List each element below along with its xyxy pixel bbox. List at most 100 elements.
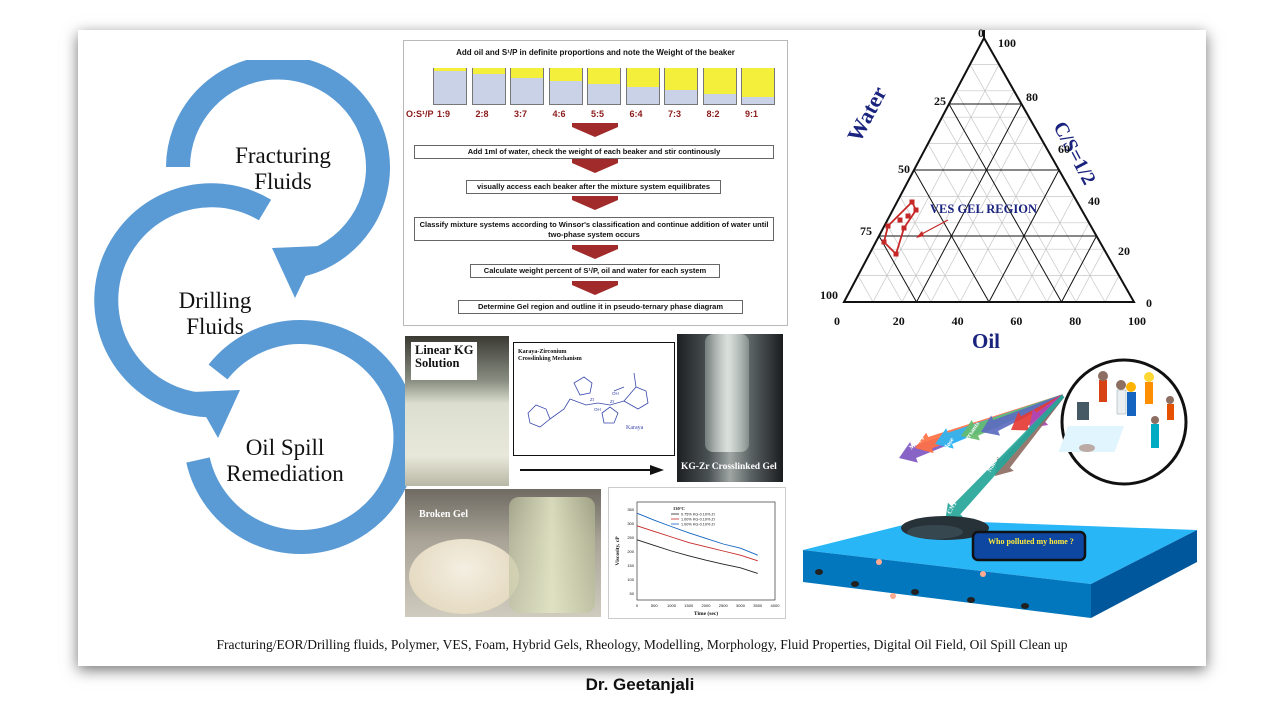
cycle-arrowhead-1 bbox=[272, 246, 320, 298]
speech-bubble bbox=[971, 530, 1087, 562]
stakeholders-circle bbox=[1060, 358, 1188, 486]
ternary-tick-label: 20 bbox=[1118, 244, 1130, 258]
ternary-tick-label: 60 bbox=[1010, 314, 1023, 328]
viscosity-xtick: 2500 bbox=[719, 603, 729, 608]
beaker-oil-layer bbox=[434, 68, 466, 71]
ocean-side bbox=[1091, 530, 1197, 618]
ratio-label: 5:5 bbox=[591, 109, 605, 119]
viscosity-series-3 bbox=[636, 539, 758, 574]
procedure-flowchart: Add oil and S¹/P in definite proportions… bbox=[403, 40, 788, 326]
people-figures bbox=[1058, 371, 1174, 452]
flow-step-4: Calculate weight percent of S¹/P, oil an… bbox=[470, 264, 720, 278]
ratio-prefix: O:S¹/P bbox=[406, 109, 434, 119]
ratio-label: 4:6 bbox=[552, 109, 566, 119]
beaker-5 bbox=[587, 68, 621, 105]
crosslinking-mechanism-diagram: Karaya-Zirconium Crosslinking Mechanism … bbox=[513, 342, 675, 456]
ratio-label: 3:7 bbox=[514, 109, 528, 119]
ternary-tick-label: 100 bbox=[820, 288, 838, 302]
beaker-6 bbox=[625, 68, 660, 105]
author-name: Dr. Geetanjali bbox=[585, 675, 695, 694]
ratio-label: 2:8 bbox=[475, 109, 489, 119]
ternary-tick-label: 75 bbox=[860, 224, 872, 238]
beaker-3 bbox=[510, 68, 544, 105]
broken-gel-photo: Broken Gel bbox=[405, 489, 601, 617]
ratio-label: 8:2 bbox=[706, 109, 720, 119]
cycle-label-oil-spill: Oil Spill Remediation bbox=[226, 435, 344, 486]
viscosity-xtick: 1500 bbox=[684, 603, 694, 608]
viscosity-legend-entry: 0.75% KG-0.10% Zr bbox=[681, 513, 716, 517]
gel-point bbox=[893, 251, 899, 257]
method-arrow bbox=[945, 394, 1065, 522]
gel-point bbox=[897, 217, 903, 223]
viscosity-xlabel: Time (sec) bbox=[694, 610, 718, 617]
viscosity-xtick: 3500 bbox=[753, 603, 763, 608]
ternary-tick-label: 0 bbox=[978, 26, 984, 40]
viscosity-ytick: 300 bbox=[627, 521, 634, 526]
viscosity-series-1 bbox=[636, 512, 758, 556]
ternary-tick-label: 25 bbox=[934, 94, 946, 108]
beaker-4 bbox=[548, 68, 583, 105]
cycle-label-fracturing: Fracturing Fluids bbox=[235, 143, 331, 194]
ternary-outline bbox=[842, 35, 1136, 303]
process-arrow bbox=[520, 465, 664, 475]
linear-kg-label: Linear KG Solution bbox=[415, 343, 474, 370]
ves-gel-region-label: VES GEL REGION bbox=[930, 202, 1037, 216]
ratio-label: 7:3 bbox=[668, 109, 682, 119]
gel-point bbox=[881, 239, 887, 245]
ternary-phase-diagram bbox=[842, 30, 1136, 303]
flow-step-2: visually access each beaker after the mi… bbox=[466, 180, 721, 194]
viscosity-ytick: 250 bbox=[627, 535, 634, 540]
ternary-tick-label: 80 bbox=[1026, 90, 1038, 104]
oil-spill-illustration bbox=[803, 358, 1197, 618]
viscosity-ytick: 50 bbox=[630, 591, 635, 596]
ternary-tick-label: 0 bbox=[1146, 296, 1152, 310]
beaker-oil-layer bbox=[703, 68, 736, 94]
ternary-tick-label: 100 bbox=[1128, 314, 1146, 328]
flow-chevron-5 bbox=[572, 281, 618, 295]
beaker-7 bbox=[664, 68, 698, 105]
flowchart-title: Add oil and S¹/P in definite proportions… bbox=[456, 48, 735, 57]
ternary-tick-label: 80 bbox=[1069, 314, 1082, 328]
flow-chevron-2 bbox=[572, 159, 618, 173]
crosslinked-gel-label: KG-Zr Crosslinked Gel bbox=[681, 462, 777, 472]
ocean-front bbox=[803, 550, 1091, 618]
svg-text:OH: OH bbox=[594, 407, 601, 412]
footer-keywords: Fracturing/EOR/Drilling fluids, Polymer,… bbox=[216, 637, 1068, 652]
viscosity-ytick: 150 bbox=[627, 563, 634, 568]
beaker-oil-layer bbox=[472, 68, 505, 74]
viscosity-series-2 bbox=[636, 525, 758, 562]
broken-gel-jar bbox=[509, 497, 595, 613]
mechanism-karaya-label: Karaya bbox=[626, 425, 644, 431]
beaker-1 bbox=[433, 68, 467, 105]
viscosity-ytick: 350 bbox=[627, 507, 634, 512]
svg-text:Zr: Zr bbox=[590, 397, 595, 402]
ternary-tick-label: 40 bbox=[951, 314, 964, 328]
gel-point bbox=[901, 225, 907, 231]
flow-step-3: Classify mixture systems according to Wi… bbox=[414, 217, 774, 241]
viscosity-ytick: 200 bbox=[627, 549, 634, 554]
linear-kg-photo: Linear KG Solution bbox=[405, 336, 509, 486]
beaker-9 bbox=[741, 68, 775, 105]
svg-text:Zr: Zr bbox=[610, 399, 615, 404]
gel-point bbox=[913, 207, 919, 213]
flow-chevron-1 bbox=[572, 123, 618, 137]
viscosity-xtick: 3000 bbox=[736, 603, 746, 608]
viscosity-legend-entry: 1.00% KG-0.10% Zr bbox=[681, 518, 716, 522]
cycle-label-drilling: Drilling Fluids bbox=[178, 288, 252, 339]
ternary-tick-label: 100 bbox=[998, 36, 1016, 50]
mechanism-title: Karaya-Zirconium Crosslinking Mechanism bbox=[518, 349, 582, 362]
viscosity-xtick: 2000 bbox=[702, 603, 712, 608]
viscosity-legend-entry: 1.00% KG-0.10% Zr bbox=[681, 523, 716, 527]
beaker-oil-layer bbox=[511, 68, 543, 78]
flow-chevron-3 bbox=[572, 196, 618, 210]
gel-point bbox=[905, 213, 911, 219]
crosslinked-gel-photo: KG-Zr Crosslinked Gel bbox=[677, 334, 783, 482]
gel-point bbox=[909, 199, 915, 205]
ternary-tick-label: 0 bbox=[834, 314, 840, 328]
viscosity-ytick: 100 bbox=[627, 577, 634, 582]
beaker-oil-layer bbox=[588, 68, 620, 84]
beaker-oil-layer bbox=[626, 68, 659, 87]
viscosity-temp: 130°C bbox=[673, 506, 685, 511]
